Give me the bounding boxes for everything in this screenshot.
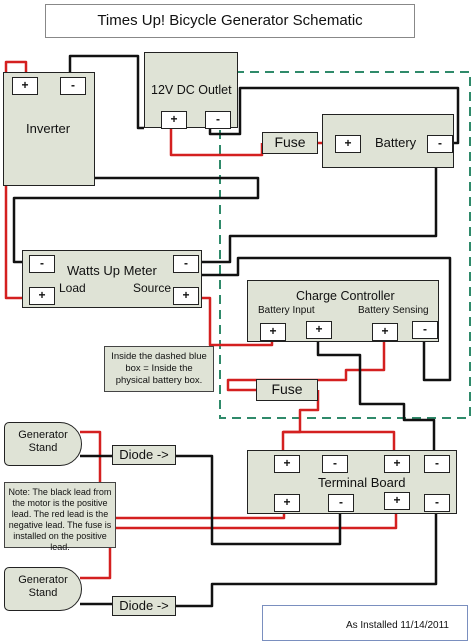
black-wires: [12, 54, 460, 608]
battery-plus-terminal: +: [335, 135, 361, 153]
cc-input-main-terminal: +: [306, 321, 332, 339]
cc-sensing-plus-terminal: +: [372, 323, 398, 341]
battery-input-label: Battery Input: [258, 305, 315, 316]
tb-bottom-minus-2: -: [424, 494, 450, 512]
meter-load-label: Load: [59, 281, 86, 295]
inverter: + - Inverter: [3, 72, 95, 186]
dc-outlet-label: 12V DC Outlet: [151, 83, 232, 97]
tb-top-minus-2: -: [424, 455, 450, 473]
inverter-minus-terminal: -: [60, 77, 86, 95]
battery: + Battery -: [322, 114, 454, 168]
tb-top-minus-1: -: [322, 455, 348, 473]
watts-up-meter: - - Watts Up Meter Load Source + +: [22, 250, 202, 308]
diode-2: Diode ->: [112, 596, 176, 616]
battery-label: Battery: [375, 135, 417, 150]
meter-label: Watts Up Meter: [67, 263, 157, 278]
tb-bottom-plus-1: +: [274, 494, 300, 512]
fuse-mid: Fuse: [256, 379, 318, 401]
battery-sensing-label: Battery Sensing: [358, 305, 429, 316]
cc-sensing-minus-terminal: -: [412, 321, 438, 339]
charge-controller-label: Charge Controller: [296, 289, 395, 303]
meter-load-minus-terminal: -: [29, 255, 55, 273]
terminal-board: + - + - Terminal Board + - + -: [247, 450, 457, 514]
meter-load-plus-terminal: +: [29, 287, 55, 305]
inverter-label: Inverter: [26, 121, 71, 136]
generator-stand-1: Generator Stand: [4, 422, 82, 466]
tb-bottom-plus-2: +: [384, 492, 410, 510]
dc-outlet-plus-terminal: +: [161, 111, 187, 129]
battery-box-boundary: [219, 71, 471, 419]
tb-top-plus-1: +: [274, 455, 300, 473]
dashed-box-note: Inside the dashed blue box = Inside the …: [104, 346, 214, 392]
generator-stand-2: Generator Stand: [4, 567, 82, 611]
dc-outlet: 12V DC Outlet + -: [144, 52, 238, 129]
fuse-top: Fuse: [262, 132, 318, 154]
diagram-title: Times Up! Bicycle Generator Schematic: [45, 4, 415, 38]
inverter-plus-terminal: +: [12, 77, 38, 95]
diode-1: Diode ->: [112, 445, 176, 465]
charge-controller: Charge Controller Battery Input Battery …: [247, 280, 439, 342]
tb-top-plus-2: +: [384, 455, 410, 473]
terminal-board-label: Terminal Board: [318, 475, 406, 490]
battery-minus-terminal: -: [427, 135, 453, 153]
lead-note: Note: The black lead from the motor is t…: [4, 482, 116, 552]
dc-outlet-minus-terminal: -: [205, 111, 231, 129]
meter-source-plus-terminal: +: [173, 287, 199, 305]
meter-source-label: Source: [133, 281, 172, 295]
meter-source-minus-terminal: -: [173, 255, 199, 273]
cc-input-plus-terminal: +: [260, 323, 286, 341]
install-date-footer: As Installed 11/14/2011: [262, 605, 468, 641]
tb-bottom-minus-1: -: [328, 494, 354, 512]
